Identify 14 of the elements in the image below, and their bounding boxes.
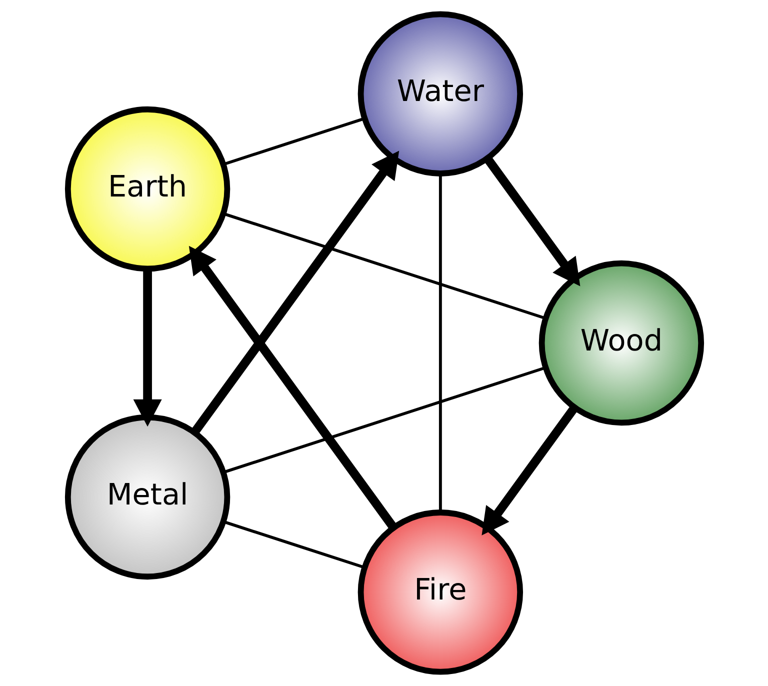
arrow	[190, 150, 399, 435]
connector	[222, 366, 546, 474]
node-circle: Water	[357, 11, 523, 176]
connector	[438, 174, 442, 512]
arrow	[132, 268, 162, 427]
node-circle: Fire	[357, 510, 523, 675]
arrow	[188, 246, 396, 530]
arrow	[483, 156, 580, 286]
node-circle: Wood	[538, 260, 704, 426]
connector	[222, 212, 546, 320]
node-circle: Metal	[64, 414, 230, 580]
node-circle: Earth	[64, 106, 230, 272]
arrow	[481, 405, 578, 536]
connector	[222, 520, 365, 569]
